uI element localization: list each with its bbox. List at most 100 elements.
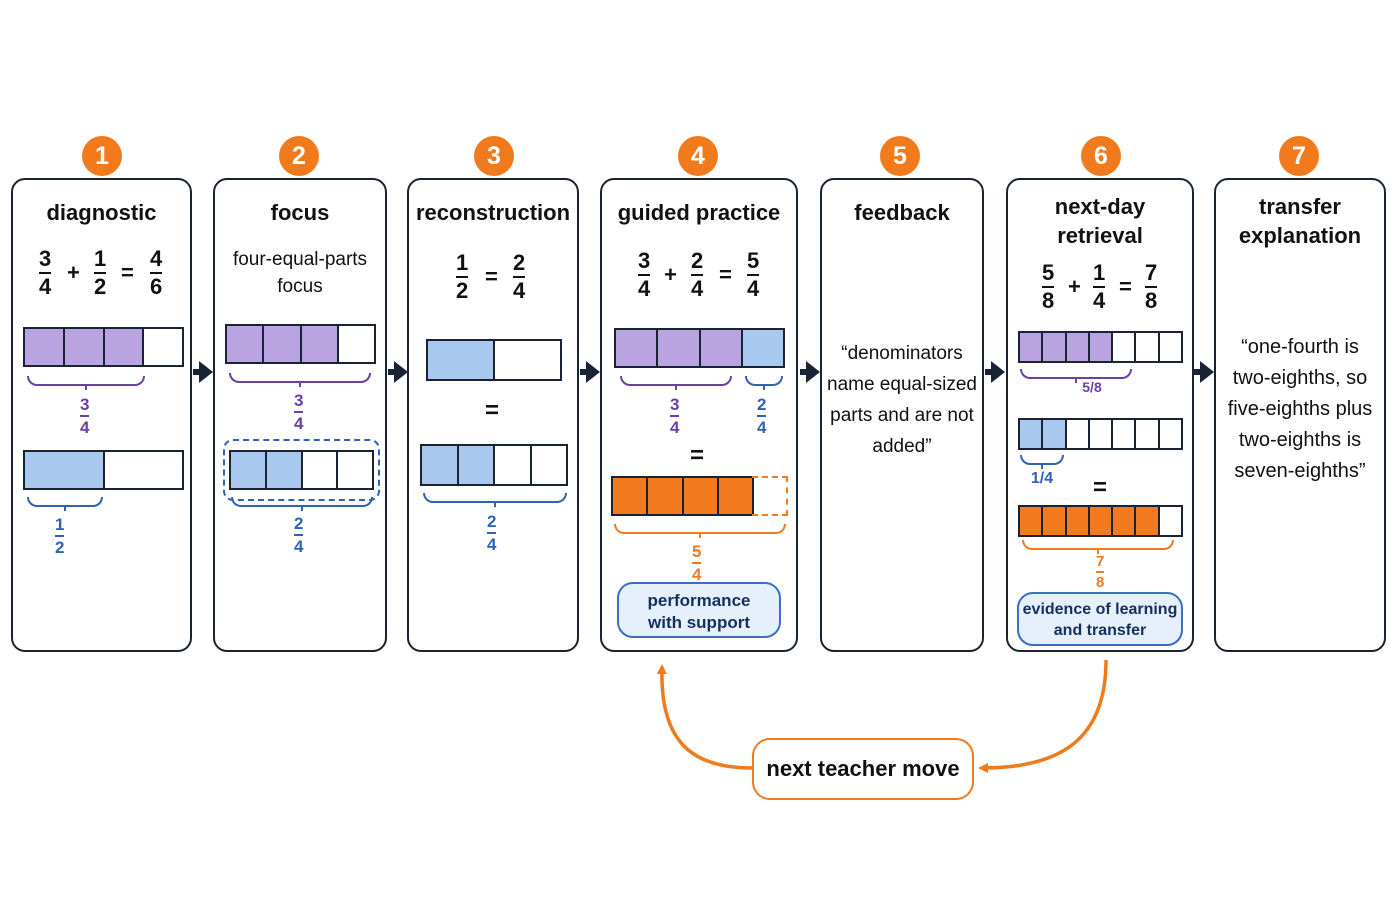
s2-fraction-bar-fourths — [225, 324, 376, 364]
quote-line: two-eighths, so — [1232, 367, 1368, 389]
s4-performance-with-support-pill: performance with support — [617, 582, 781, 638]
denominator: 4 — [294, 537, 304, 556]
step-4-title: guided practice — [617, 200, 781, 225]
denominator: 4 — [513, 278, 526, 303]
denominator: 4 — [80, 418, 90, 437]
title-line: retrieval — [1057, 223, 1143, 248]
loop-arrow-to-guided-practice — [656, 664, 753, 770]
quote-line: seven-eighths” — [1234, 460, 1366, 482]
numerator: 3 — [39, 246, 52, 271]
denominator: 4 — [638, 276, 651, 301]
quote-line: “one-fourth is — [1241, 336, 1359, 358]
denominator: 4 — [692, 565, 702, 584]
next-teacher-move-box: next teacher move — [752, 738, 974, 800]
s3-eq-equals: = — [485, 264, 498, 289]
flow-arrow-6-7 — [1194, 361, 1214, 383]
numerator: 7 — [1096, 553, 1105, 570]
numerator: 3 — [670, 395, 680, 414]
s4-equals-between-bars: = — [690, 442, 705, 469]
quote-line: parts and are not — [830, 405, 974, 426]
flow-arrow-5-6 — [985, 361, 1005, 383]
step-1-badge: 1 — [82, 136, 122, 176]
numerator: 2 — [294, 514, 304, 533]
s6-fraction-bar-seven-eighths — [1018, 505, 1183, 537]
denominator: 4 — [294, 414, 304, 433]
denominator: 4 — [487, 535, 497, 554]
numerator: 3 — [80, 395, 90, 414]
s6-fraction-bar-one-fourth — [1018, 418, 1183, 450]
flow-arrow-3-4 — [580, 361, 600, 383]
numerator: 2 — [487, 512, 497, 531]
title-line: next-day — [1054, 194, 1146, 219]
denominator: 4 — [39, 274, 52, 299]
numerator: 1 — [1093, 260, 1106, 285]
numerator: 2 — [757, 395, 767, 414]
title-line: explanation — [1238, 223, 1362, 248]
step-6-badge: 6 — [1081, 136, 1121, 176]
numerator: 3 — [638, 248, 651, 273]
denominator: 2 — [55, 538, 65, 557]
s2-dashed-highlight — [223, 439, 380, 501]
s6-fraction-bar-five-eighths — [1018, 331, 1183, 363]
s1-fraction-bar-fourths — [23, 327, 184, 367]
step-2-caption: four-equal-parts focus — [215, 246, 385, 300]
s3-fraction-bar-halves — [426, 339, 562, 381]
denominator: 4 — [747, 276, 760, 301]
numerator: 5 — [747, 248, 760, 273]
denominator: 4 — [1093, 288, 1106, 313]
numerator: 5 — [1082, 379, 1091, 395]
step-2-title: focus — [270, 200, 330, 225]
denominator: 8 — [1093, 379, 1102, 395]
denominator: 4 — [691, 276, 704, 301]
denominator: 2 — [456, 278, 469, 303]
s1-eq-equals: = — [121, 260, 134, 285]
denominator: 8 — [1145, 288, 1158, 313]
s6-evidence-of-learning-pill: evidence of learning and transfer — [1017, 592, 1183, 646]
s6-label-five-eighths: 5/8 — [1082, 379, 1102, 395]
flow-arrow-2-3 — [388, 361, 408, 383]
loop-arrow-from-retrieval — [978, 659, 1108, 773]
s4-fraction-bar-result — [611, 476, 754, 516]
step-7-transfer-quote: “one-fourth is two-eighths, so five-eigh… — [1216, 332, 1384, 487]
step-3-badge: 3 — [474, 136, 514, 176]
title-line: transfer — [1259, 194, 1341, 219]
s2-fraction-bar-eighths — [229, 450, 374, 490]
denominator: 4 — [757, 418, 767, 437]
pill-line: evidence of learning — [1022, 601, 1178, 618]
step-7-title: transfer explanation — [1216, 192, 1384, 250]
step-3-title: reconstruction — [415, 200, 571, 225]
pill-line: and transfer — [1053, 622, 1147, 639]
numerator: 5 — [692, 542, 702, 561]
s4-dashed-extra-part — [752, 476, 788, 516]
s4-eq-equals: = — [719, 262, 732, 287]
s4-eq-plus: + — [664, 262, 677, 287]
numerator: 3 — [294, 391, 304, 410]
quote-line: five-eighths plus — [1227, 398, 1373, 420]
step-7-panel: transfer explanation “one-fourth is two-… — [1214, 178, 1386, 652]
denominator: 4 — [670, 418, 680, 437]
s3-fraction-bar-fourths — [420, 444, 568, 486]
denominator: 8 — [1096, 574, 1105, 591]
quote-line: added” — [872, 436, 932, 457]
numerator: 2 — [691, 248, 704, 273]
numerator: 7 — [1145, 260, 1158, 285]
s4-fraction-bar-sum — [614, 328, 785, 368]
numerator: 4 — [150, 246, 163, 271]
numerator: 5 — [1042, 260, 1055, 285]
s6-eq-plus: + — [1068, 274, 1081, 299]
